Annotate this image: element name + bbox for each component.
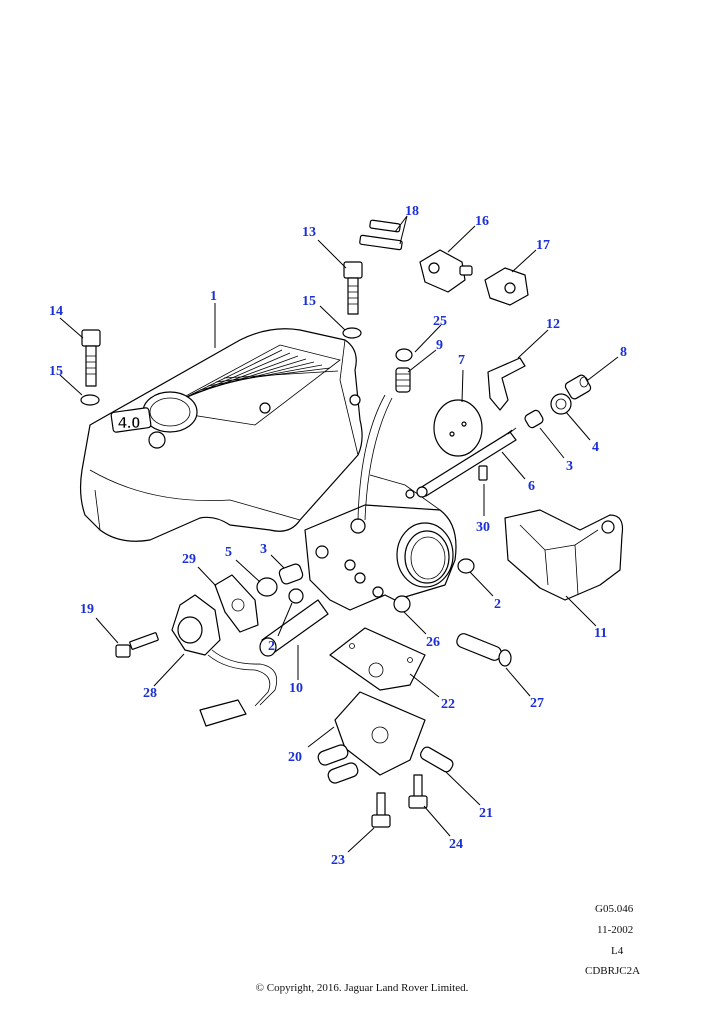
callout-19: 19 [80,602,94,617]
throttle-body [304,474,457,611]
callout-22: 22 [441,697,455,712]
bolt-14 [81,329,101,387]
callout-18: 18 [405,204,419,219]
pipe-27 [456,633,512,667]
callout-12: 12 [546,317,560,332]
embossed-badge: 4.0 [118,415,140,432]
callout-16: 16 [475,214,489,229]
part-code: CDBRJC2A [585,965,641,977]
copyright-notice: © Copyright, 2016. Jaguar Land Rover Lim… [255,982,469,994]
callout-3a: 3 [566,459,573,474]
sleeve-8 [564,374,592,400]
callout-30: 30 [476,520,490,535]
bolt-13 [343,261,363,315]
callout-15b: 15 [302,294,316,309]
callout-14: 14 [49,304,63,319]
bush-3b [278,563,304,585]
gasket-22 [329,627,426,691]
callout-28: 28 [143,686,157,701]
bush-3 [524,409,544,429]
bush-2b [288,588,304,604]
bracket-12 [487,357,526,411]
callout-26: 26 [426,635,440,650]
washer-15 [342,327,362,339]
callout-25: 25 [433,314,447,329]
illustration-level: L4 [611,945,624,957]
bolt-19 [115,632,159,658]
idle-valve-16 [419,249,473,293]
callout-3b: 3 [260,542,267,557]
gasket-29 [214,574,259,633]
callout-15a: 15 [49,364,63,379]
housing-20 [317,691,426,784]
callout-20: 20 [288,750,302,765]
callout-7: 7 [458,353,465,368]
callout-27: 27 [530,696,544,711]
plenum-cover: 4.0 [79,328,363,542]
callout-1: 1 [210,289,217,304]
sensor-28 [171,594,278,727]
pipe-21 [420,746,454,773]
illustration-code: G05.046 [595,903,634,915]
callout-10: 10 [289,681,303,696]
callout-2b: 2 [268,639,275,654]
callout-21: 21 [479,806,493,821]
bush-2a [457,558,475,574]
bolt-23 [371,792,391,828]
cap-26 [393,595,411,613]
callout-24: 24 [449,837,463,852]
callout-11: 11 [594,626,607,641]
callout-8: 8 [620,345,627,360]
nut-4 [550,393,572,415]
callout-9: 9 [436,338,443,353]
pipe-10 [259,599,329,657]
screw-30 [478,465,488,481]
leader-lines [59,215,619,853]
screw-9 [395,367,411,393]
shaft-6 [416,427,517,498]
callout-2a: 2 [494,597,501,612]
washer-15b [80,394,100,406]
callout-13: 13 [302,225,316,240]
bolt-24 [408,774,428,809]
callout-labels: 1 14 15 13 15 18 16 17 25 9 7 12 8 4 3 6… [49,204,627,868]
callout-17: 17 [536,238,550,253]
illustration-date: 11-2002 [597,924,634,936]
callout-23: 23 [331,853,345,868]
callout-29: 29 [182,552,196,567]
bracket-11 [504,509,624,601]
callout-4: 4 [592,440,599,455]
seal-5 [256,577,278,597]
screws-18 [359,219,403,251]
cap-25 [395,348,413,362]
throttle-plate-7 [433,399,483,457]
callout-6: 6 [528,479,535,494]
callout-5: 5 [225,545,232,560]
